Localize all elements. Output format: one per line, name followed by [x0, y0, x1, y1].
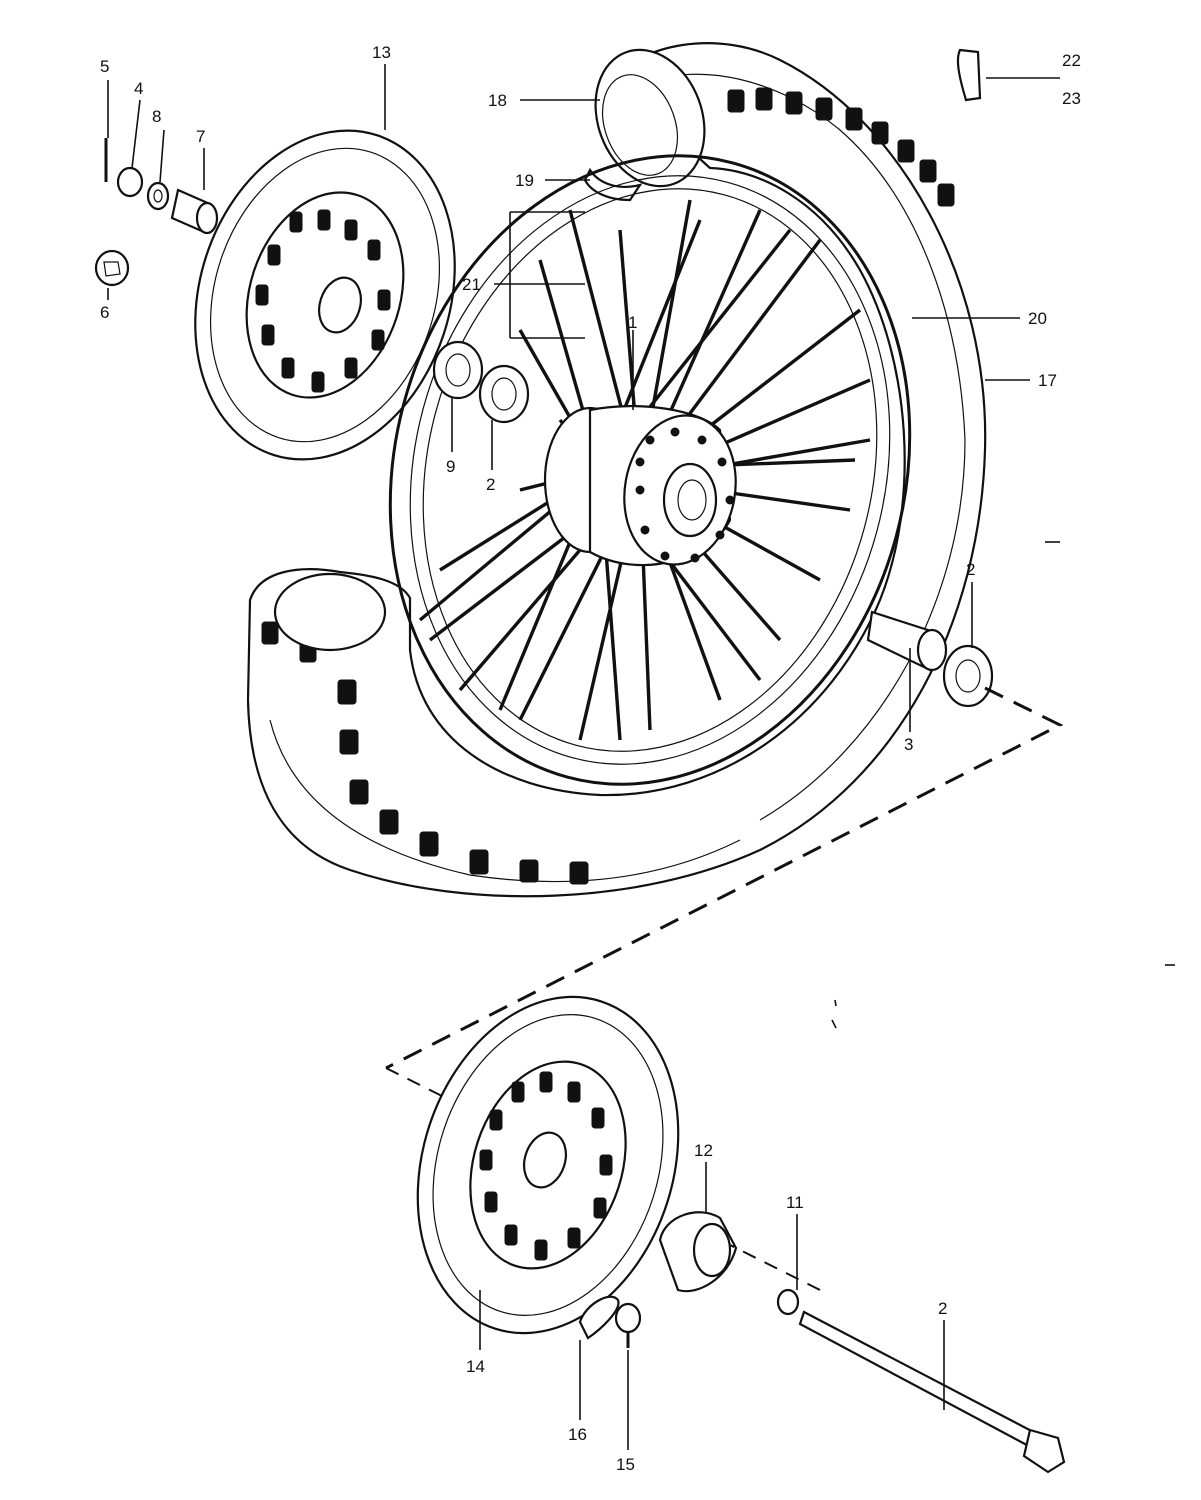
- front-wheel-assembly: [246, 42, 987, 898]
- callout-2-right: 2: [966, 560, 975, 579]
- callout-13: 13: [372, 43, 391, 62]
- callout-6: 5: [100, 57, 109, 76]
- callout-7: 6: [100, 303, 109, 322]
- washer-11: [776, 1288, 800, 1316]
- washer-10: [146, 181, 170, 211]
- tyre-17: [246, 42, 987, 898]
- bearing-2-right: [942, 644, 994, 708]
- cap-12: [658, 1211, 738, 1293]
- callout-16: 16: [568, 1425, 587, 1444]
- tube-18: [594, 48, 706, 188]
- axle-4: [798, 1310, 1066, 1474]
- callout-19: 19: [515, 171, 534, 190]
- callout-21: 21: [462, 275, 481, 294]
- callout-2-left: 2: [486, 475, 495, 494]
- callout-18: 18: [488, 91, 507, 110]
- alignment-lines: [385, 686, 1064, 1291]
- brake-disc-13: [194, 129, 456, 461]
- rim-20: [388, 154, 912, 786]
- callout-17: 17: [1038, 371, 1057, 390]
- callout-11: 11: [786, 1193, 804, 1212]
- leader-lines: [107, 64, 1060, 1450]
- callout-23: 23: [1062, 89, 1081, 108]
- callout-14: 14: [466, 1357, 485, 1376]
- callout-22: 22: [1062, 51, 1081, 70]
- valve-cap-22-23: [956, 48, 982, 102]
- callout-20: 20: [1028, 309, 1047, 328]
- callout-3: 3: [904, 735, 913, 754]
- callout-4: 2: [938, 1299, 947, 1318]
- dust-seal-8: [432, 340, 484, 400]
- brake-disc-14: [416, 995, 680, 1335]
- hub-1: [543, 404, 737, 567]
- callout-12: 12: [694, 1141, 713, 1160]
- bolt-15: [614, 1302, 642, 1348]
- callout-9: 7: [196, 127, 205, 146]
- callout-15: 15: [616, 1455, 635, 1474]
- bearing-2-left: [478, 364, 530, 424]
- spacer-3: [866, 610, 948, 672]
- scan-marks: [831, 541, 1175, 1029]
- spacer-9: [170, 188, 219, 235]
- cap-nut-7: [94, 249, 130, 287]
- callout-10: 8: [152, 107, 161, 126]
- clip-16: [578, 1295, 620, 1340]
- callout-5: 4: [134, 79, 143, 98]
- callout-8: 9: [446, 457, 455, 476]
- nut-5: [116, 166, 144, 198]
- callout-1: 1: [628, 313, 637, 332]
- callout-labels: 5 4 8 7 6 13 18 19 21 1 9 2 20 17 2 3 22…: [100, 43, 1081, 1474]
